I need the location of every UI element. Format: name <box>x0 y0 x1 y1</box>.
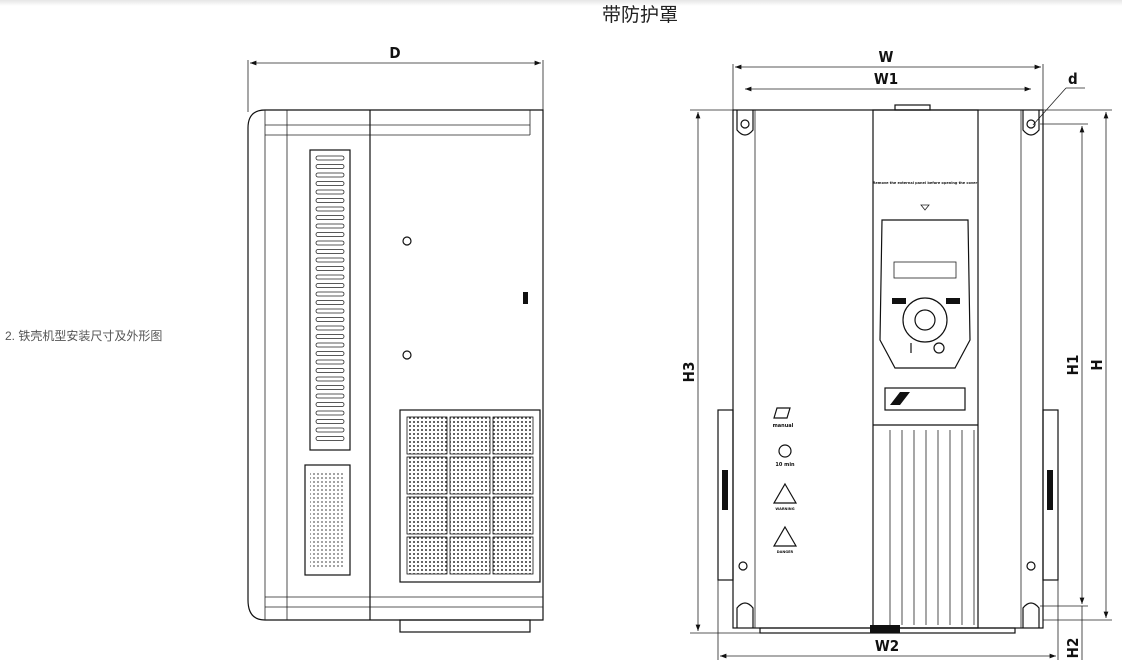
warning-label: WARNING <box>775 507 794 511</box>
keypad-display <box>893 261 957 279</box>
vent-slot <box>315 206 345 212</box>
left-bracket <box>717 409 734 581</box>
drawing-title: 带防护罩 <box>602 4 678 26</box>
vent-slot <box>315 376 345 382</box>
mount-hole <box>402 350 412 360</box>
vent-slot <box>315 317 345 322</box>
grille-cell <box>492 416 534 455</box>
vent-slot <box>315 334 345 339</box>
dim-label-W2: W2 <box>875 637 899 655</box>
grille-cell <box>492 456 534 495</box>
vent-strip <box>309 149 351 451</box>
grille-cell <box>492 496 534 535</box>
cooling-fins <box>889 430 975 625</box>
vent-slot <box>315 215 345 220</box>
manual-icon <box>773 407 791 419</box>
vent-slot <box>315 393 345 399</box>
grille-cell <box>449 456 491 495</box>
vent-slot <box>315 164 345 169</box>
vent-slot <box>315 274 345 280</box>
dim-label-W: W <box>879 48 894 66</box>
vent-slot <box>315 266 345 271</box>
danger-icon <box>772 525 798 547</box>
grille-cell <box>449 536 491 575</box>
keypad-ok-button <box>914 309 936 331</box>
warning-icon <box>772 482 798 504</box>
vent-slot <box>315 189 345 195</box>
vent-slot <box>315 427 345 433</box>
nameplate <box>304 464 351 576</box>
vent-slots <box>315 155 345 441</box>
vent-slot <box>315 325 345 331</box>
dim-label-H2: H2 <box>1064 638 1082 659</box>
browser-top-edge <box>0 0 1122 6</box>
mount-hole <box>1026 119 1036 129</box>
vent-slot <box>315 385 345 390</box>
vent-slot <box>315 257 345 263</box>
fan-grille <box>399 409 541 583</box>
vent-slot <box>315 181 345 186</box>
mount-hole <box>740 119 750 129</box>
vent-slot <box>315 249 345 254</box>
grille-cell <box>492 536 534 575</box>
vent-slot <box>315 351 345 356</box>
vent-slot <box>315 436 345 441</box>
dim-label-D: D <box>389 44 400 62</box>
danger-label: DANGER <box>777 550 794 554</box>
figure-caption: 2. 铁壳机型安装尺寸及外形图 <box>5 329 163 343</box>
mount-hole <box>402 236 412 246</box>
dim-label-H: H <box>1088 359 1106 370</box>
vent-slot <box>315 359 345 365</box>
fan-grille-cells <box>406 416 534 575</box>
vent-slot <box>315 283 345 288</box>
dim-label-H3: H3 <box>680 362 698 383</box>
vent-slot <box>315 368 345 373</box>
grille-cell <box>406 416 448 455</box>
side-foot <box>399 619 531 633</box>
vent-slot <box>315 198 345 203</box>
vent-slot <box>315 155 345 161</box>
svg-text:Remove the external panel befo: Remove the external panel before opening… <box>873 181 978 185</box>
vent-slot <box>315 402 345 407</box>
brand-logo <box>884 387 966 411</box>
dim-label-H1: H1 <box>1064 355 1082 376</box>
front-foot <box>759 627 1016 634</box>
vent-slot <box>315 419 345 424</box>
timer-icon <box>778 444 792 458</box>
vent-slot <box>315 240 345 246</box>
vent-slot <box>315 410 345 416</box>
right-bracket <box>1042 409 1059 581</box>
dim-label-d: d <box>1068 70 1078 88</box>
vent-slot <box>315 172 345 178</box>
keypad <box>879 219 971 369</box>
grille-cell <box>406 536 448 575</box>
vent-slot <box>315 223 345 229</box>
grille-cell <box>406 456 448 495</box>
front-view: W W1 d Remove the external panel before … <box>680 48 1112 660</box>
vent-slot <box>315 300 345 305</box>
dim-label-W1: W1 <box>874 70 898 88</box>
grille-cell <box>406 496 448 535</box>
vent-slot <box>315 232 345 237</box>
manual-label: manual <box>773 423 794 429</box>
wait-label: 10 min <box>775 462 795 468</box>
vent-slot <box>315 342 345 348</box>
vent-slot <box>315 291 345 297</box>
side-view: D <box>247 44 544 633</box>
grille-cell <box>449 416 491 455</box>
vent-slot <box>315 308 345 314</box>
grille-cell <box>449 496 491 535</box>
